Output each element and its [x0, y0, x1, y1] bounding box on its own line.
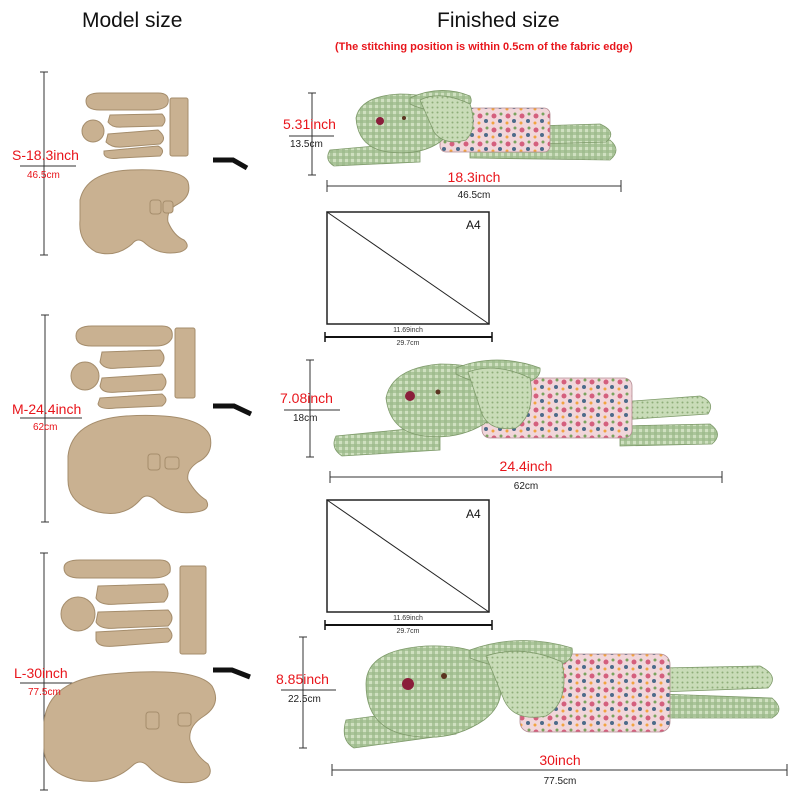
template-pieces-small [79, 92, 190, 255]
a4-box-2 [326, 499, 490, 613]
a4-label-2: A4 [466, 507, 481, 521]
finished-size-heading: Finished size [437, 9, 560, 32]
a4-label-1: A4 [466, 218, 481, 232]
bunny-photo-small [327, 90, 617, 167]
model-cm-medium: 62cm [33, 422, 58, 433]
a4-width-inch-1: 11.69inch [393, 327, 423, 334]
model-label-large: L-30inch [14, 665, 68, 681]
model-cm-small: 46.5cm [27, 170, 60, 181]
length-inch-medium: 24.4inch [499, 458, 553, 474]
length-inch-small: 18.3inch [447, 169, 501, 185]
height-inch-large: 8.85inch [276, 671, 329, 687]
height-cm-medium: 18cm [293, 413, 318, 424]
a4-width-inch-2: 11.69inch [393, 615, 423, 622]
a4-box-1 [326, 211, 490, 325]
model-size-heading: Model size [82, 9, 183, 32]
length-cm-small: 46.5cm [457, 190, 491, 201]
stitch-note: (The stitching position is within 0.5cm … [335, 41, 633, 53]
a4-box-2-dim [324, 620, 493, 630]
template-pieces-large [43, 559, 217, 784]
model-label-underlines [20, 165, 82, 684]
model-cm-large: 77.5cm [28, 687, 61, 698]
template-pieces-medium [67, 325, 212, 514]
arrows [213, 157, 253, 680]
finished-dimension-lines [281, 92, 788, 776]
height-cm-small: 13.5cm [290, 139, 323, 150]
a4-width-cm-1: 29.7cm [396, 340, 420, 347]
height-cm-large: 22.5cm [288, 694, 321, 705]
model-label-medium: M-24.4inch [12, 401, 82, 417]
bunny-photo-large [343, 640, 780, 749]
length-inch-large: 30inch [539, 752, 581, 768]
height-inch-medium: 7.08inch [280, 390, 333, 406]
length-cm-large: 77.5cm [543, 776, 577, 787]
model-label-small: S-18.3inch [12, 147, 79, 163]
bunny-photo-medium [333, 359, 718, 457]
a4-width-cm-2: 29.7cm [396, 628, 420, 635]
a4-box-1-dim [324, 332, 493, 342]
length-cm-medium: 62cm [513, 481, 539, 492]
height-inch-small: 5.31inch [283, 116, 336, 132]
